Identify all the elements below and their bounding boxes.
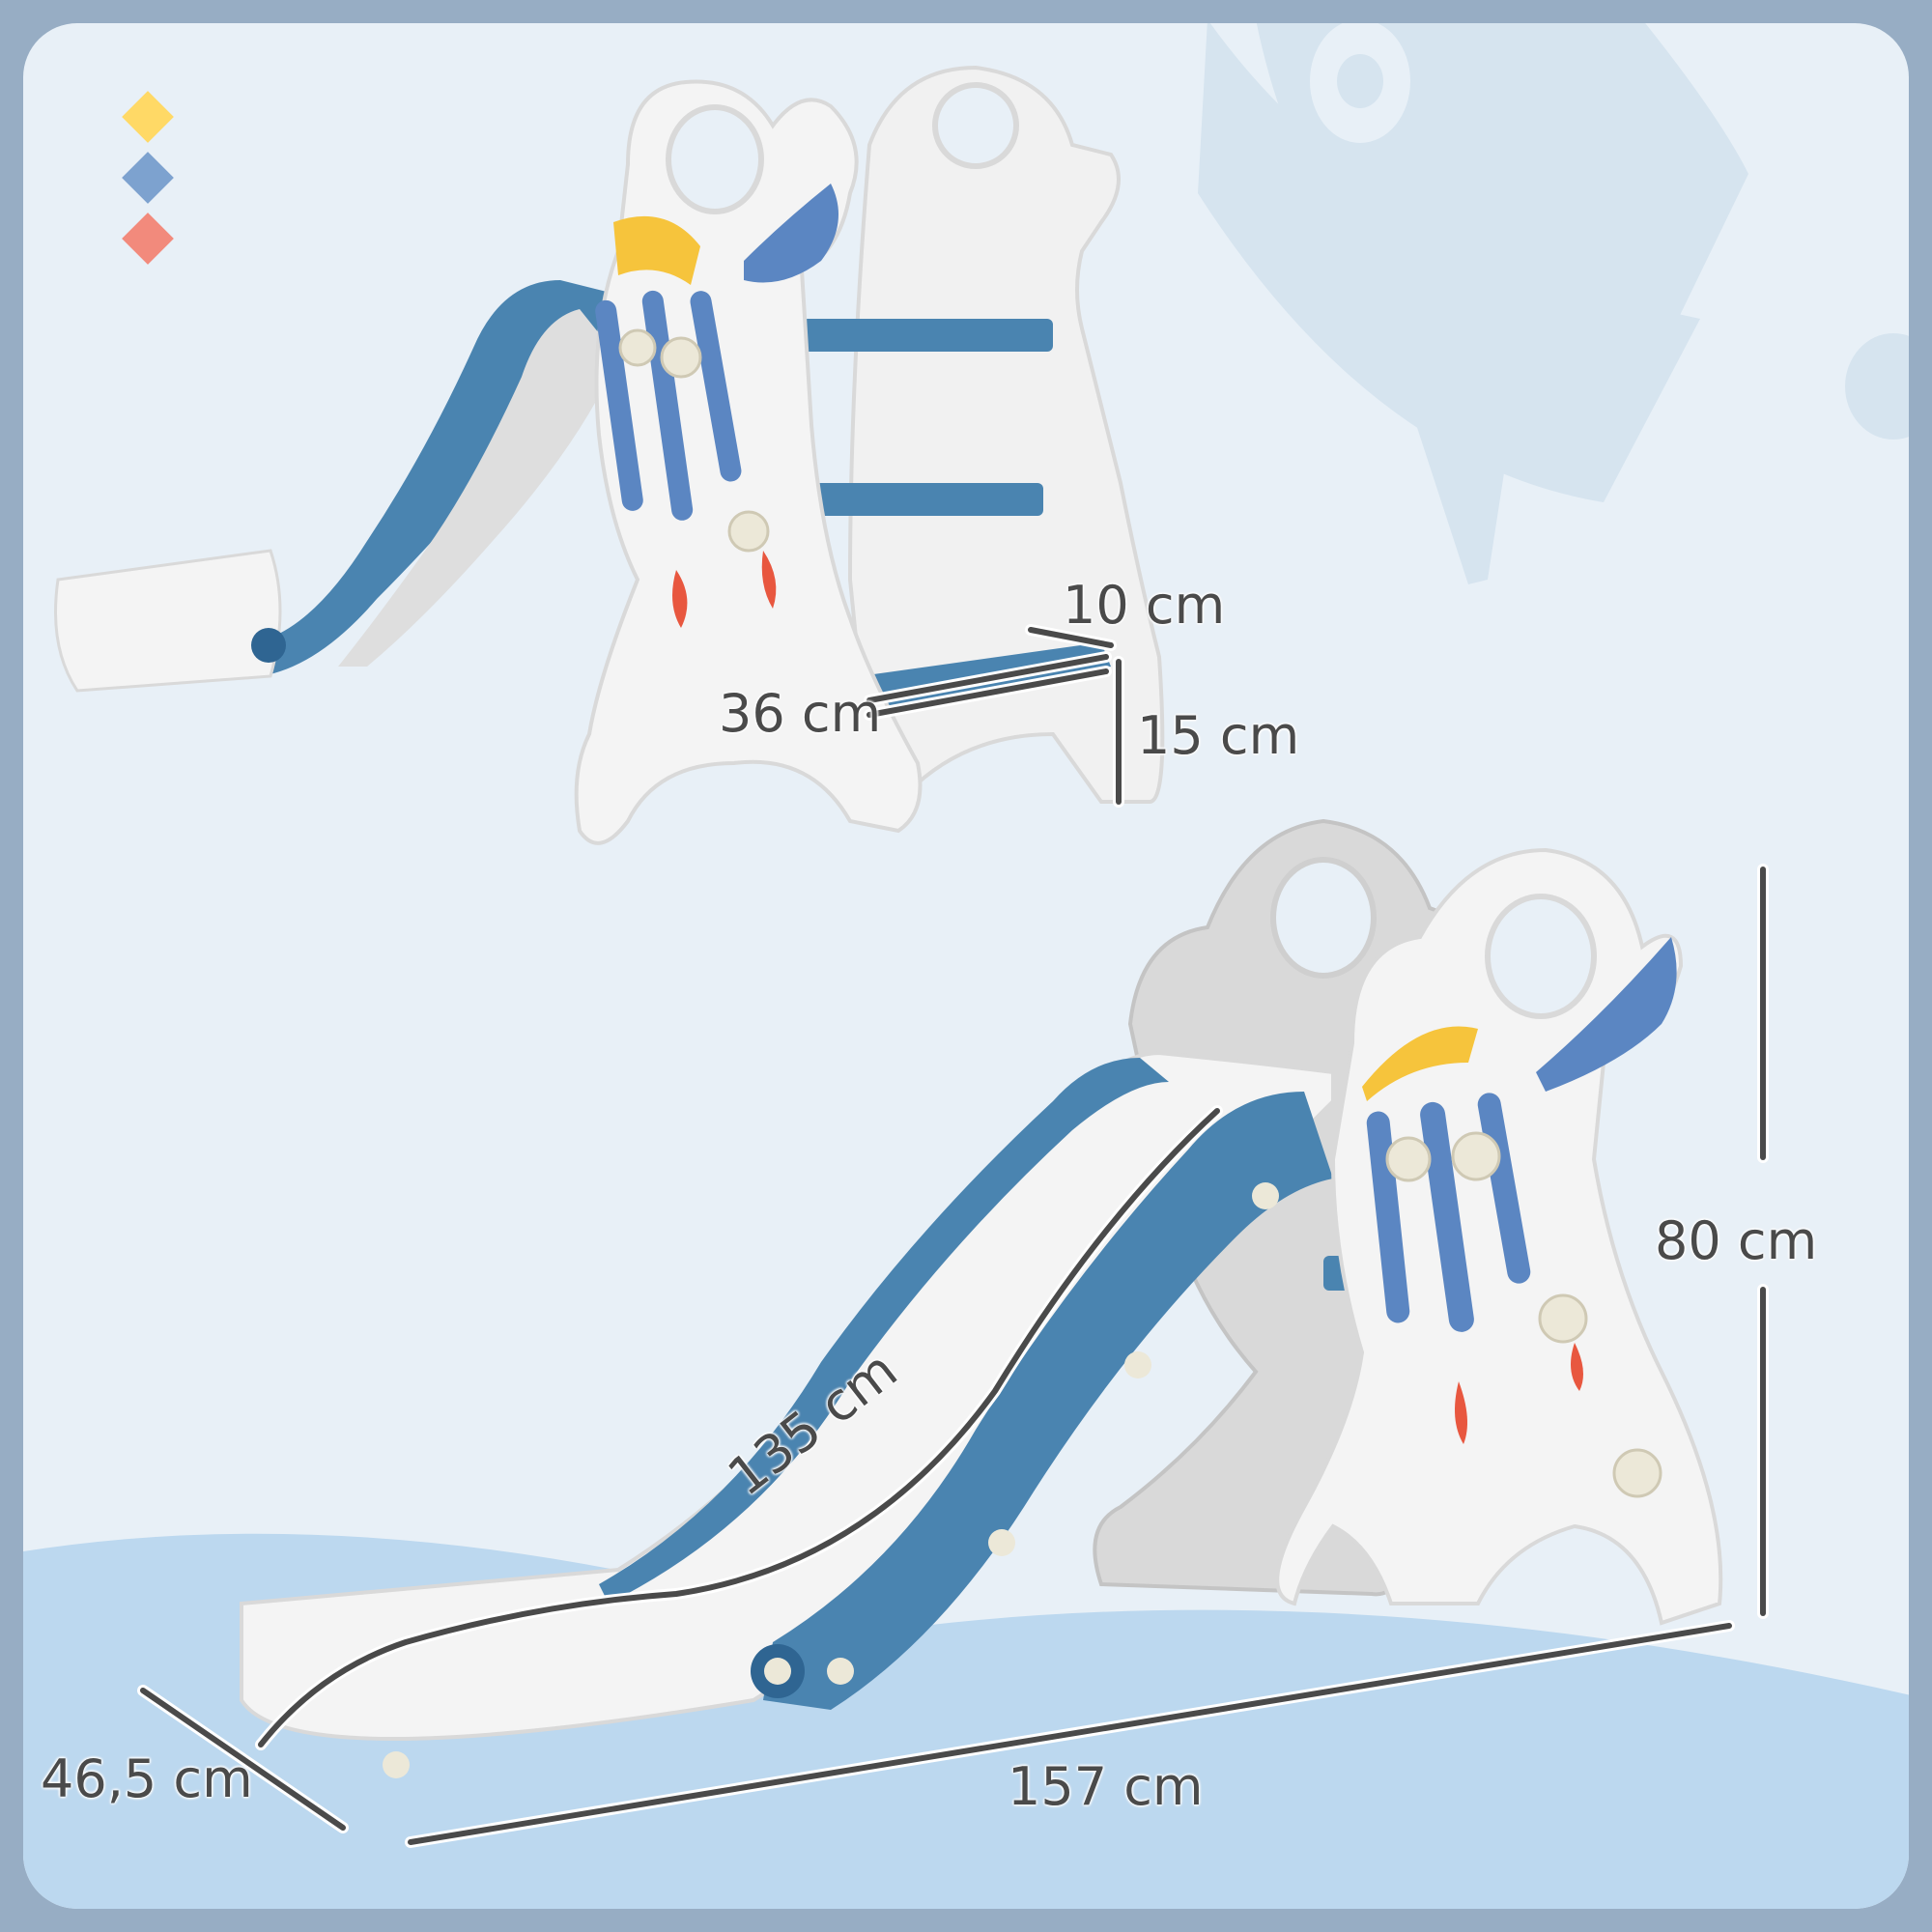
step-height-label: 15 cm [1137,705,1300,766]
step-depth-label: 10 cm [1063,575,1226,636]
width-label: 46,5 cm [41,1748,253,1809]
step-width-line-b [867,668,1109,718]
total-length-label: 157 cm [1008,1756,1204,1817]
step-width-line-a [867,654,1109,703]
step-depth-line [1028,627,1114,648]
height-label: 80 cm [1655,1210,1818,1271]
step-width-label: 36 cm [719,683,882,744]
slide-bottom-view [240,818,1723,1778]
slide-length-line [258,1108,1220,1747]
width-line [140,1688,346,1831]
slide-top-view [54,65,1165,845]
length-line [408,1623,1732,1845]
